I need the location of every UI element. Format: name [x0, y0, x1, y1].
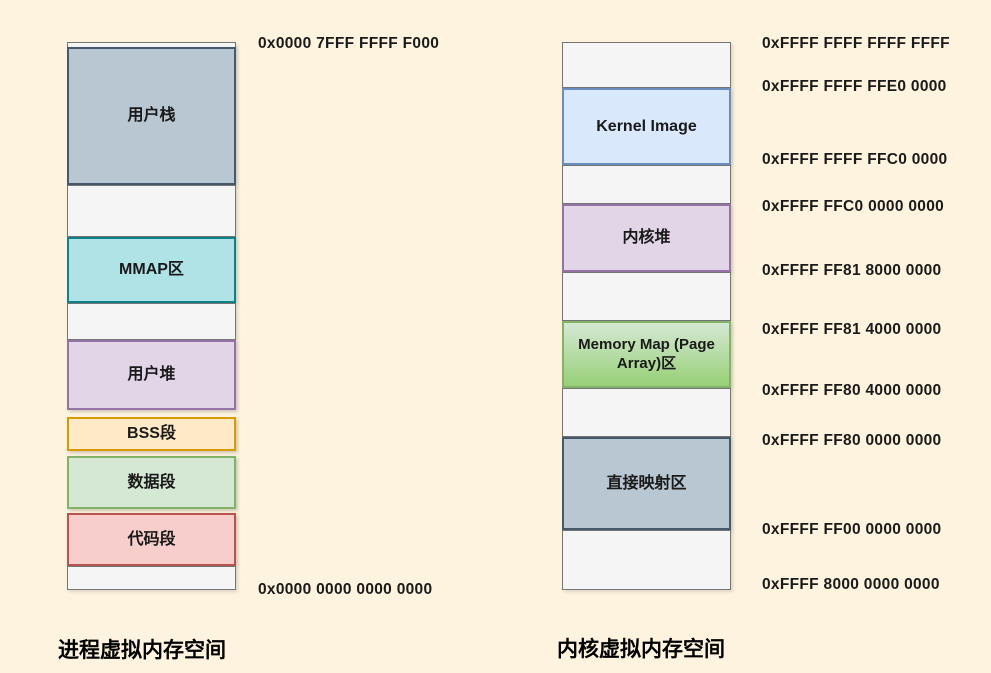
segment-data: 数据段 [67, 456, 236, 509]
segment-code-label: 代码段 [127, 530, 176, 548]
kernel-address: 0xFFFF FFFF FFC0 0000 [762, 151, 948, 168]
kernel-address: 0xFFFF FF80 0000 0000 [762, 432, 942, 449]
segment-unused-gap [562, 272, 731, 321]
kernel-space-title: 内核虚拟内存空间 [557, 638, 725, 661]
segment-direct-mapping: 直接映射区 [562, 437, 731, 530]
segment-data-label: 数据段 [127, 473, 176, 491]
segment-unused-gap [562, 388, 731, 437]
segment-mmap-label: MMAP区 [119, 261, 184, 278]
segment-unused-gap [562, 165, 731, 204]
segment-code: 代码段 [67, 513, 236, 566]
kernel-address: 0xFFFF FFFF FFE0 0000 [762, 78, 947, 95]
segment-unused-gap [67, 185, 236, 237]
process-bottom-address: 0x0000 0000 0000 0000 [258, 581, 433, 598]
kernel-address: 0xFFFF FFFF FFFF FFFF [762, 35, 950, 52]
segment-direct-mapping-label: 直接映射区 [606, 474, 687, 492]
segment-memory-map-label: Memory Map (Page Array)区 [578, 335, 715, 372]
kernel-address: 0xFFFF 8000 0000 0000 [762, 576, 940, 593]
kernel-address: 0xFFFF FF80 4000 0000 [762, 382, 942, 399]
segment-kernel-heap: 内核堆 [562, 204, 731, 272]
kernel-address: 0xFFFF FFC0 0000 0000 [762, 198, 945, 215]
segment-unused-gap [67, 303, 236, 340]
process-space-title: 进程虚拟内存空间 [58, 639, 226, 662]
segment-user-stack-label: 用户栈 [127, 107, 176, 124]
kernel-address: 0xFFFF FF00 0000 0000 [762, 521, 942, 538]
segment-memory-map: Memory Map (Page Array)区 [562, 321, 731, 388]
segment-bss-label: BSS段 [127, 425, 176, 442]
segment-user-heap: 用户堆 [67, 340, 236, 410]
segment-kernel-image-label: Kernel Image [596, 117, 697, 135]
process-top-address: 0x0000 7FFF FFFF F000 [258, 35, 440, 52]
segment-kernel-image: Kernel Image [562, 88, 731, 165]
segment-user-heap-label: 用户堆 [127, 366, 176, 383]
segment-unused-gap [562, 530, 731, 590]
segment-mmap: MMAP区 [67, 237, 236, 303]
kernel-address: 0xFFFF FF81 4000 0000 [762, 321, 942, 338]
kernel-address: 0xFFFF FF81 8000 0000 [762, 262, 942, 279]
segment-bottom-guard [67, 566, 236, 590]
segment-kernel-heap-label: 内核堆 [622, 229, 671, 246]
segment-user-stack: 用户栈 [67, 47, 236, 185]
segment-bss: BSS段 [67, 417, 236, 451]
segment-unused-gap [562, 42, 731, 88]
